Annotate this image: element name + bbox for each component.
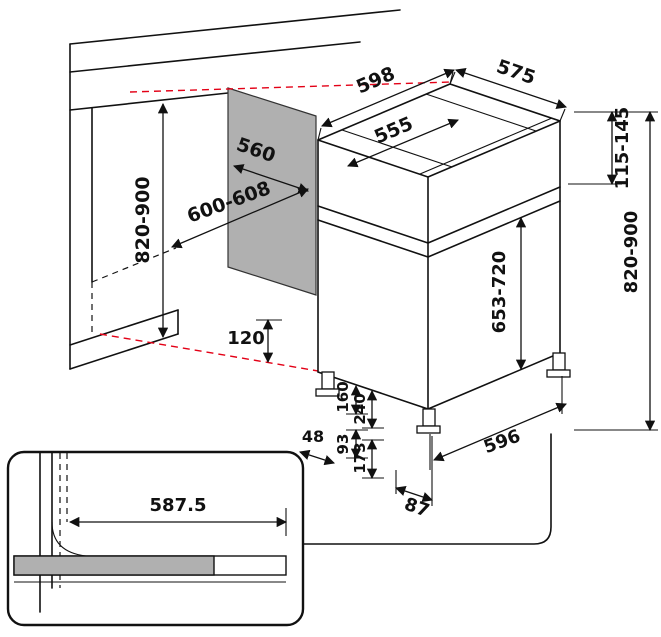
dim-label-587-5: 587.5 bbox=[150, 495, 207, 516]
dimension-base-160: 160 bbox=[334, 381, 368, 416]
foot-front-right-base bbox=[546, 369, 571, 378]
foot-front-left-base bbox=[416, 425, 441, 434]
control-strip-side-bottom bbox=[317, 219, 429, 258]
top-front-edge bbox=[427, 120, 561, 178]
dimension-base-48: 48 bbox=[299, 427, 335, 466]
cabinet-group bbox=[69, 9, 401, 370]
plinth-detail-inset: 587.5 bbox=[6, 450, 305, 627]
top-alignment-guide bbox=[129, 81, 453, 93]
dim-label-596: 596 bbox=[481, 426, 523, 459]
dim-label-93: 93 bbox=[334, 434, 352, 455]
dishwasher-group bbox=[315, 83, 571, 434]
dimension-plinth-width: 587.5 bbox=[68, 495, 288, 536]
dim-label-120: 120 bbox=[227, 328, 265, 349]
dim-label-160: 160 bbox=[334, 381, 352, 412]
dim-label-575: 575 bbox=[494, 55, 539, 89]
foot-back-left-base bbox=[315, 388, 340, 397]
dimension-door-height: 653-720 bbox=[489, 216, 527, 371]
niche-top-edge bbox=[69, 92, 229, 111]
inset-leader-line bbox=[302, 433, 552, 545]
dim-label-48: 48 bbox=[302, 427, 324, 446]
dimension-top-adjust: 115-145 bbox=[568, 107, 658, 190]
dim-label-173: 173 bbox=[351, 442, 369, 473]
dishwasher-body bbox=[317, 83, 561, 410]
dimension-niche-height: 820-900 bbox=[132, 102, 169, 339]
dimension-overall-height: 820-900 bbox=[574, 110, 658, 432]
dimension-base-93: 93 bbox=[334, 428, 368, 460]
foot-front-right bbox=[552, 352, 566, 371]
counter-front-edge bbox=[69, 9, 401, 45]
foot-front-left bbox=[422, 408, 436, 427]
dimension-base-173: 173 bbox=[351, 438, 384, 480]
dimension-foot-offset: 87 bbox=[395, 436, 433, 522]
dim-label-820-900-right: 820-900 bbox=[621, 211, 642, 294]
foot-back-left bbox=[321, 371, 335, 390]
dimension-base-240: 240 bbox=[351, 389, 384, 430]
dim-label-653-720: 653-720 bbox=[489, 251, 510, 334]
inset-frame bbox=[6, 450, 305, 627]
dim-label-820-900-left: 820-900 bbox=[132, 176, 154, 263]
counter-underside-edge bbox=[69, 41, 361, 73]
plinth-board-gray bbox=[13, 555, 215, 576]
control-strip-front-top bbox=[427, 186, 561, 244]
dim-label-240: 240 bbox=[351, 393, 369, 424]
control-strip-side-top bbox=[317, 205, 429, 244]
hidden-floor-line bbox=[91, 247, 177, 283]
dim-label-115-145: 115-145 bbox=[612, 107, 633, 190]
dim-label-598: 598 bbox=[353, 63, 398, 99]
dimension-plinth-recess: 120 bbox=[227, 318, 282, 364]
control-strip-front-bottom bbox=[427, 200, 561, 258]
inset-pipe-curve bbox=[51, 521, 87, 557]
floor-front-edge bbox=[69, 333, 179, 370]
bottom-alignment-guide bbox=[99, 333, 325, 373]
